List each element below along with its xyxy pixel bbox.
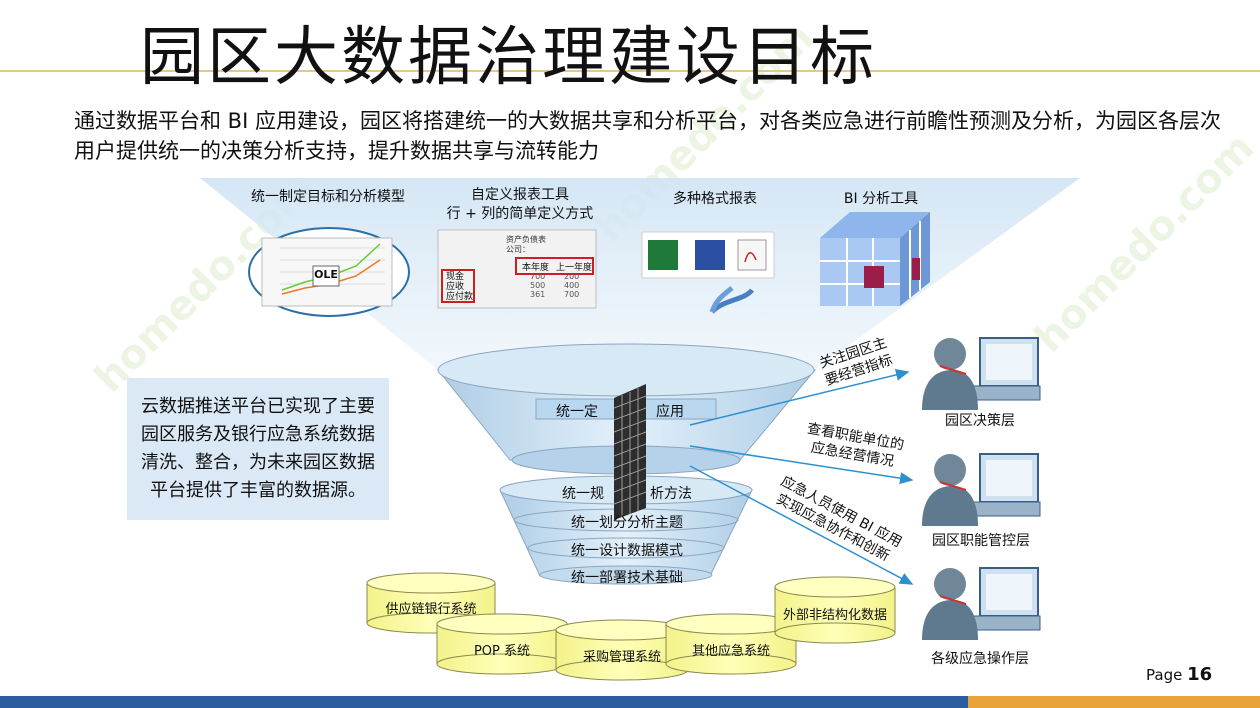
ole-label: OLE <box>314 268 338 281</box>
report-col2: 上一年度 <box>556 263 593 273</box>
firewall-icon <box>613 384 647 520</box>
arrow-to-control <box>689 445 914 485</box>
report-values2: 200 400 700 <box>564 272 579 299</box>
report-value: 361 <box>530 290 546 299</box>
tool-label-formats: 多种格式报表 <box>673 191 757 207</box>
office-formats-icon <box>641 231 775 314</box>
cloud-data-note: 云数据推送平台已实现了主要园区服务及银行应急系统数据清洗、整合，为未来园区数据平… <box>127 378 389 520</box>
user-decision-icon <box>922 337 1041 410</box>
funnel-layer-method-b: 析方法 <box>650 486 692 502</box>
cloud-note-text: 云数据推送平台已实现了主要园区服务及银行应急系统数据清洗、整合，为未来园区数据平… <box>141 396 375 501</box>
report-title: 资产负债表 公司： <box>506 235 546 255</box>
report-subtitle-text: 公司： <box>506 245 530 254</box>
page-title: 园区大数据治理建设目标 <box>140 21 877 95</box>
page-label: Page <box>1146 666 1183 684</box>
db-label-other: 其他应急系统 <box>691 644 770 659</box>
page-number: Page 16 <box>1146 664 1212 685</box>
tool-label-bi: BI 分析工具 <box>843 191 919 207</box>
db-label-procurement: 采购管理系统 <box>582 650 661 665</box>
report-rows: 现金 应收 应付款 <box>446 272 473 302</box>
report-value: 400 <box>564 281 580 290</box>
funnel-layer-define-a: 统一定 <box>556 404 598 420</box>
report-value: 500 <box>530 281 546 290</box>
report-sheet-icon <box>437 229 597 309</box>
database-external-unstructured <box>774 576 896 644</box>
tool-label-report: 自定义报表工具 行 + 列的简单定义方式 <box>446 187 594 222</box>
user-operation-icon <box>922 567 1041 640</box>
report-row-label: 现金 <box>446 272 465 282</box>
database-supply-chain <box>366 572 496 634</box>
user-label-control: 园区职能管控层 <box>932 533 1030 549</box>
funnel-lower <box>499 475 753 585</box>
funnel-layer-method-a: 统一规 <box>562 486 604 502</box>
footer-accent <box>968 696 1260 708</box>
report-value: 700 <box>530 272 546 281</box>
olap-cube-icon <box>820 212 930 306</box>
funnel-layer-topic: 统一划分分析主题 <box>571 515 683 531</box>
database-other-emergency <box>665 613 797 675</box>
db-label-pop: POP 系统 <box>473 644 531 659</box>
report-row-label: 应付款 <box>446 292 474 302</box>
database-pop <box>436 613 568 675</box>
page-number-value: 16 <box>1187 664 1213 685</box>
chart-ole-icon <box>248 227 410 317</box>
report-value: 700 <box>564 290 580 299</box>
funnel-layer-tech: 统一部署技术基础 <box>571 570 683 586</box>
funnel-layer-schema: 统一设计数据模式 <box>571 543 683 559</box>
report-title-text: 资产负债表 <box>506 235 546 244</box>
report-col1: 本年度 <box>522 263 550 273</box>
user-label-operation: 各级应急操作层 <box>931 651 1029 667</box>
arrow-to-operation <box>689 465 914 585</box>
intro-text: 通过数据平台和 BI 应用建设，园区将搭建统一的大数据共享和分析平台，对各类应急… <box>74 109 1221 163</box>
user-label-decision: 园区决策层 <box>945 413 1015 429</box>
title-underline <box>0 70 1260 72</box>
report-values1: 700 500 361 <box>530 272 545 299</box>
report-value: 200 <box>564 272 580 281</box>
arrow-to-decision <box>689 369 910 426</box>
footer-bar <box>0 696 1260 708</box>
db-label-external: 外部非结构化数据 <box>782 608 887 623</box>
report-row-label: 应收 <box>446 282 465 292</box>
tool-label-model: 统一制定目标和分析模型 <box>251 189 405 205</box>
funnel-layer-define-b: 应用 <box>656 404 684 420</box>
user-control-icon <box>922 453 1041 526</box>
db-label-supply-chain: 供应链银行系统 <box>385 602 477 617</box>
